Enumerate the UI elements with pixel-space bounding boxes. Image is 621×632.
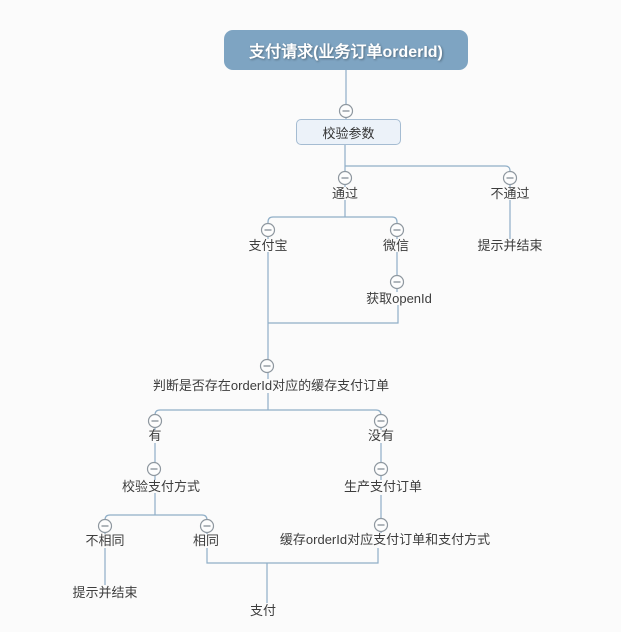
node-fail-end[interactable]: 提示并结束: [477, 238, 543, 253]
node-root[interactable]: 支付请求(业务订单orderId): [224, 30, 468, 70]
collapse-toggle-pass[interactable]: [337, 170, 353, 186]
node-pay[interactable]: 支付: [249, 603, 277, 618]
node-alipay[interactable]: 支付宝: [248, 238, 288, 253]
node-not-same[interactable]: 不相同: [85, 533, 125, 548]
connector-checkcache-children: [154, 409, 382, 430]
collapse-toggle-not-same[interactable]: [97, 518, 113, 534]
node-wechat[interactable]: 微信: [382, 238, 410, 253]
collapse-toggle-fail[interactable]: [502, 170, 518, 186]
node-check-cache[interactable]: 判断是否存在orderId对应的缓存支付订单: [152, 378, 390, 393]
collapse-toggle-verify-method[interactable]: [146, 461, 162, 477]
collapse-toggle-cache-order[interactable]: [373, 517, 389, 533]
collapse-toggle-get-openid[interactable]: [389, 274, 405, 290]
collapse-toggle-alipay[interactable]: [260, 222, 276, 238]
node-fail[interactable]: 不通过: [490, 186, 530, 201]
node-notify-end[interactable]: 提示并结束: [72, 585, 138, 600]
connector-openid-merge: [268, 305, 399, 324]
node-pass[interactable]: 通过: [331, 186, 359, 201]
node-verify-method[interactable]: 校验支付方式: [121, 479, 201, 494]
connector-merge-pay: [206, 548, 379, 603]
collapse-toggle-validate[interactable]: [338, 103, 354, 119]
collapse-toggle-check-cache[interactable]: [259, 358, 275, 374]
collapse-toggle-has-not[interactable]: [373, 413, 389, 429]
connector-pass-children: [267, 216, 398, 239]
node-cache-order[interactable]: 缓存orderId对应支付订单和支付方式: [279, 532, 491, 547]
collapse-toggle-wechat[interactable]: [389, 222, 405, 238]
collapse-toggle-create-order[interactable]: [373, 461, 389, 477]
node-create-order[interactable]: 生产支付订单: [343, 479, 423, 494]
node-get-openid[interactable]: 获取openId: [366, 291, 432, 306]
collapse-toggle-same[interactable]: [199, 518, 215, 534]
connector-verify-children: [104, 514, 208, 534]
collapse-toggle-has[interactable]: [147, 413, 163, 429]
connector-validate-fail: [345, 165, 511, 187]
node-has[interactable]: 有: [148, 428, 162, 443]
node-validate-params[interactable]: 校验参数: [296, 119, 401, 145]
node-has-not[interactable]: 没有: [367, 428, 395, 443]
node-same[interactable]: 相同: [192, 533, 220, 548]
